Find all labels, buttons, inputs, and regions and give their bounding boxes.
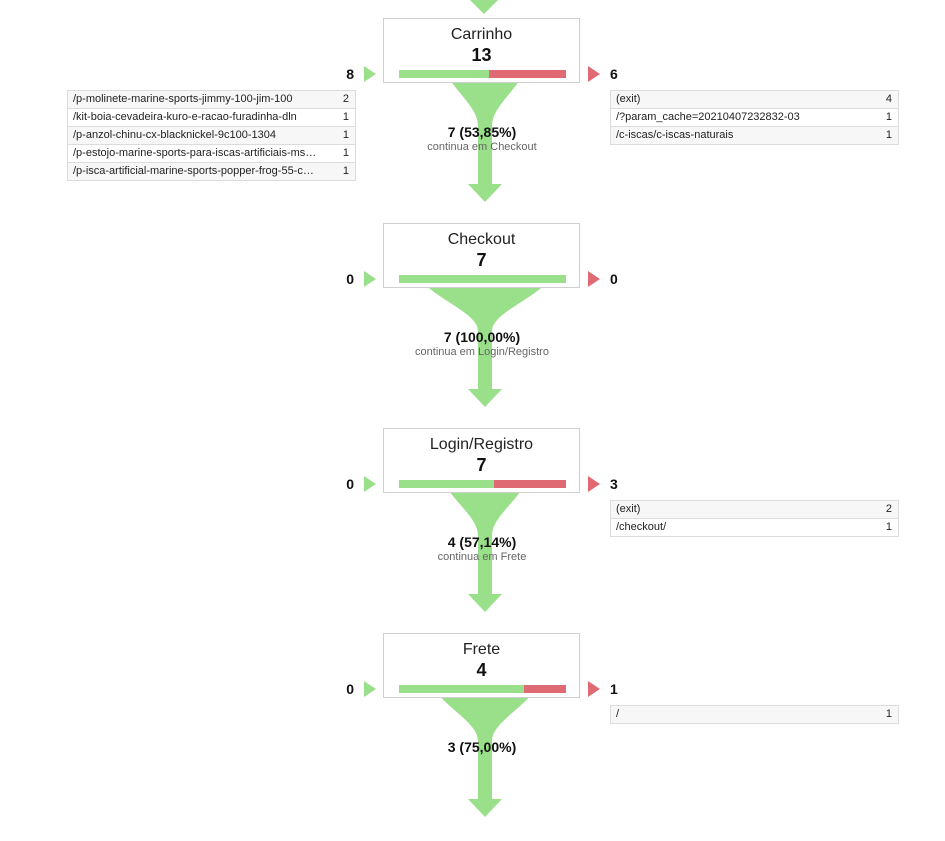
continue-flow-funnel [430, 681, 540, 817]
continue-flow-shape [430, 681, 540, 817]
funnel-step: Carrinho 13 8 6 7 (53,85%)continua em Checko… [0, 0, 945, 205]
row-count: 1 [885, 521, 892, 533]
row-label: /p-molinete-marine-sports-jimmy-100-jim-… [73, 93, 293, 105]
entrances-count: 0 [346, 681, 354, 697]
table-row[interactable]: /p-molinete-marine-sports-jimmy-100-jim-… [68, 91, 355, 109]
step-count: 13 [471, 45, 492, 65]
exit-arrow-icon [588, 476, 600, 492]
entrance-sources-table: /p-molinete-marine-sports-jimmy-100-jim-… [67, 90, 356, 181]
row-count: 1 [342, 129, 349, 141]
continue-flow-label: 7 (100,00%)continua em Login/Registro [383, 329, 581, 359]
funnel-step: Checkout 7 0 0 7 (100,00%)continua em Login/… [0, 205, 945, 410]
table-row[interactable]: (exit) 2 [611, 501, 898, 519]
row-label: /kit-boia-cevadeira-kuro-e-racao-furadin… [73, 111, 297, 123]
step-ratio-bar-fill [399, 685, 525, 693]
continue-flow-caption: continua em Frete [437, 551, 527, 563]
step-name: Login/Registro [429, 436, 534, 453]
table-row[interactable]: /c-iscas/c-iscas-naturais 1 [611, 127, 898, 145]
exits-count: 3 [610, 476, 618, 492]
step-ratio-bar [399, 70, 566, 78]
row-count: 2 [342, 93, 349, 105]
continue-flow-funnel [440, 476, 530, 612]
continue-flow-label: 4 (57,14%)continua em Frete [383, 534, 581, 564]
entrance-arrow-icon [364, 66, 376, 82]
continue-flow-value: 4 (57,14%) [447, 534, 517, 550]
entrances-count: 8 [346, 66, 354, 82]
continue-flow-label: 3 (75,00%) [383, 739, 581, 755]
step-ratio-bar [399, 685, 566, 693]
step-name: Checkout [447, 231, 516, 248]
continue-flow-shape [415, 271, 555, 407]
step-ratio-bar [399, 480, 566, 488]
row-label: (exit) [616, 503, 641, 515]
continue-flow-value: 7 (100,00%) [443, 329, 521, 345]
exit-destinations-table: /1 [610, 705, 899, 724]
row-label: /checkout/ [616, 521, 667, 533]
exits-count: 0 [610, 271, 618, 287]
continue-flow-value: 7 (53,85%) [447, 124, 517, 140]
row-count: 1 [342, 111, 349, 123]
step-box[interactable]: Frete 4 [383, 633, 580, 698]
continue-flow-label: 7 (53,85%)continua em Checkout [383, 124, 581, 154]
continue-flow-funnel [415, 271, 555, 407]
exits-count: 1 [610, 681, 618, 697]
row-label: /c-iscas/c-iscas-naturais [616, 129, 734, 141]
entrance-arrow-icon [364, 681, 376, 697]
continue-flow-funnel [442, 66, 528, 202]
entrance-arrow-icon [364, 476, 376, 492]
row-count: 1 [342, 147, 349, 159]
row-count: 4 [885, 93, 892, 105]
row-count: 1 [342, 165, 349, 177]
entrances-count: 0 [346, 271, 354, 287]
exit-arrow-icon [588, 271, 600, 287]
step-box[interactable]: Login/Registro 7 [383, 428, 580, 493]
step-count: 7 [476, 250, 487, 270]
continue-flow-caption: continua em Checkout [427, 141, 537, 153]
table-row[interactable]: /p-estojo-marine-sports-para-iscas-artif… [68, 145, 355, 163]
exit-arrow-icon [588, 66, 600, 82]
step-box[interactable]: Carrinho 13 [383, 18, 580, 83]
entrances-count: 0 [346, 476, 354, 492]
row-label: / [616, 708, 620, 720]
table-row[interactable]: /1 [611, 706, 898, 724]
row-label: (exit) [616, 93, 641, 105]
step-ratio-bar-fill [399, 275, 566, 283]
row-label: /?param_cache=20210407232832-03 [616, 111, 800, 123]
step-ratio-bar-fill [399, 70, 489, 78]
row-label: /p-estojo-marine-sports-para-iscas-artif… [73, 147, 317, 159]
table-row[interactable]: /?param_cache=20210407232832-03 1 [611, 109, 898, 127]
step-count: 7 [476, 455, 487, 475]
step-ratio-bar-fill [399, 480, 495, 488]
continue-flow-shape [442, 66, 528, 202]
row-count: 2 [885, 503, 892, 515]
funnel-step: Login/Registro 7 0 3 4 (57,14%)continua em F… [0, 410, 945, 615]
continue-flow-caption: continua em Login/Registro [415, 346, 549, 358]
step-name: Frete [462, 641, 501, 658]
incoming-flow-arrow [470, 0, 498, 14]
continue-flow-shape [440, 476, 530, 612]
row-label: /p-isca-artificial-marine-sports-popper-… [73, 165, 314, 177]
step-ratio-bar [399, 275, 566, 283]
table-row[interactable]: /kit-boia-cevadeira-kuro-e-racao-furadin… [68, 109, 355, 127]
entrance-arrow-icon [364, 271, 376, 287]
table-row[interactable]: (exit) 4 [611, 91, 898, 109]
step-name: Carrinho [450, 26, 513, 43]
step-box[interactable]: Checkout 7 [383, 223, 580, 288]
table-row[interactable]: /p-isca-artificial-marine-sports-popper-… [68, 163, 355, 181]
row-count: 1 [885, 708, 892, 720]
exit-arrow-icon [588, 681, 600, 697]
exit-destinations-table: (exit) 2/checkout/1 [610, 500, 899, 537]
table-row[interactable]: /p-anzol-chinu-cx-blacknickel-9c100-1304… [68, 127, 355, 145]
step-count: 4 [476, 660, 487, 680]
exits-count: 6 [610, 66, 618, 82]
row-label: /p-anzol-chinu-cx-blacknickel-9c100-1304 [73, 129, 276, 141]
row-count: 1 [885, 111, 892, 123]
row-count: 1 [885, 129, 892, 141]
table-row[interactable]: /checkout/1 [611, 519, 898, 537]
continue-flow-value: 3 (75,00%) [447, 739, 517, 755]
